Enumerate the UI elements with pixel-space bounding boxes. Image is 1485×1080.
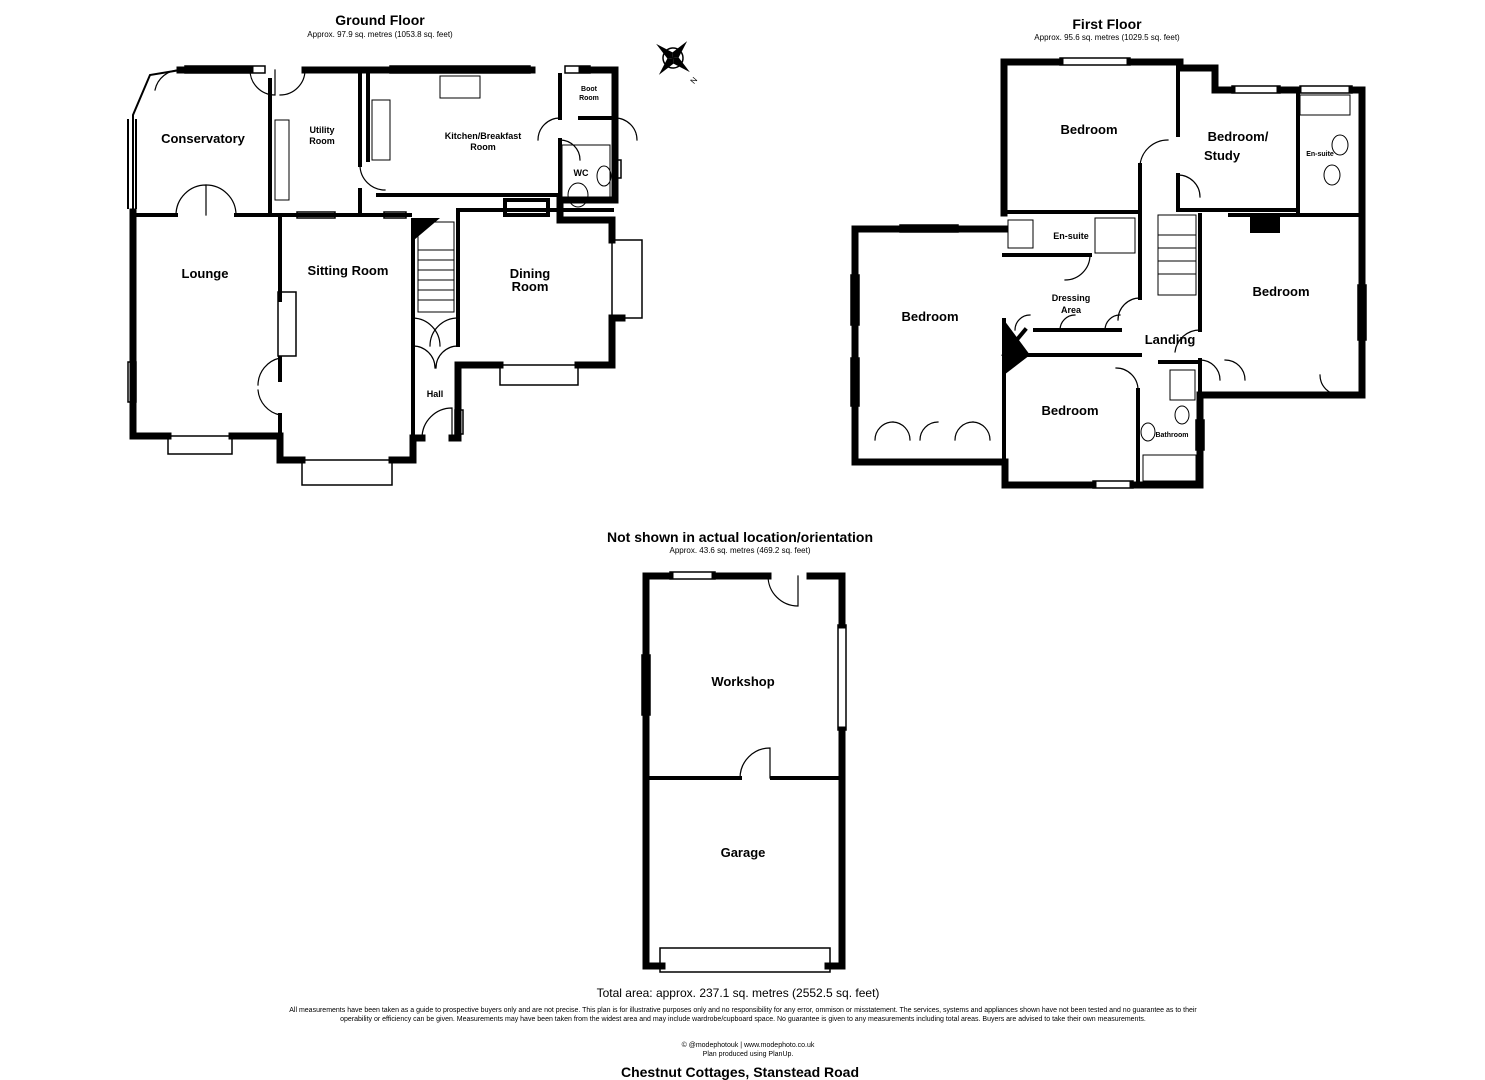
room-bedroom-top: Bedroom xyxy=(1060,122,1118,137)
room-bathroom: Bathroom xyxy=(1155,432,1189,439)
room-study-line1: Bedroom/ xyxy=(1207,129,1269,144)
credit-line-2: Plan produced using PlanUp. xyxy=(702,1051,794,1058)
compass-rose xyxy=(656,41,690,75)
room-bedroom-right: Bedroom xyxy=(1252,284,1310,299)
room-boot-line1: Boot xyxy=(581,86,597,93)
outbuilding-title: Not shown in actual location/orientation xyxy=(606,529,874,545)
room-conservatory: Conservatory xyxy=(161,131,245,146)
room-kitchen-line1: Kitchen/Breakfast xyxy=(444,131,522,141)
disclaimer: All measurements have been taken as a gu… xyxy=(289,1007,1197,1023)
room-boot-line2: Room xyxy=(579,95,599,102)
room-study-line2: Study xyxy=(1203,148,1241,163)
first-floor-title: First Floor xyxy=(1072,16,1142,32)
room-lounge: Lounge xyxy=(181,266,229,281)
room-dressing-line2: Area xyxy=(1060,305,1082,315)
room-bedroom-bottom: Bedroom xyxy=(1041,403,1099,418)
room-dressing-line1: Dressing xyxy=(1051,293,1091,303)
room-dining-line1: Dining xyxy=(509,266,551,281)
room-utility-line1: Utility xyxy=(309,125,335,135)
property-address: Chestnut Cottages, Stanstead Road xyxy=(620,1064,860,1080)
ground-floor-area: Approx. 97.9 sq. metres (1053.8 sq. feet… xyxy=(307,30,453,39)
room-hall: Hall xyxy=(426,389,444,399)
room-kitchen-line2: Room xyxy=(470,142,496,152)
room-wc: WC xyxy=(573,168,589,178)
first-floor-area: Approx. 95.6 sq. metres (1029.5 sq. feet… xyxy=(1034,33,1180,42)
room-ensuite-mid: En-suite xyxy=(1053,231,1089,241)
ground-floor-plan xyxy=(127,65,643,486)
room-dining-line2: Room xyxy=(511,279,549,294)
room-garage: Garage xyxy=(720,845,766,860)
room-bedroom-left: Bedroom xyxy=(901,309,959,324)
first-floor-plan xyxy=(850,57,1367,489)
room-ensuite-right: En-suite xyxy=(1306,151,1334,158)
outbuilding-area: Approx. 43.6 sq. metres (469.2 sq. feet) xyxy=(669,546,811,555)
total-area: Total area: approx. 237.1 sq. metres (25… xyxy=(596,986,880,1000)
room-sitting: Sitting Room xyxy=(307,263,389,278)
room-workshop: Workshop xyxy=(711,674,775,689)
outbuilding-plan xyxy=(641,571,847,973)
room-utility-line2: Room xyxy=(309,136,335,146)
ground-floor-title: Ground Floor xyxy=(335,12,425,28)
credit-line-1: © @modephotouk | www.modephoto.co.uk xyxy=(681,1042,815,1049)
room-landing: Landing xyxy=(1144,332,1196,347)
